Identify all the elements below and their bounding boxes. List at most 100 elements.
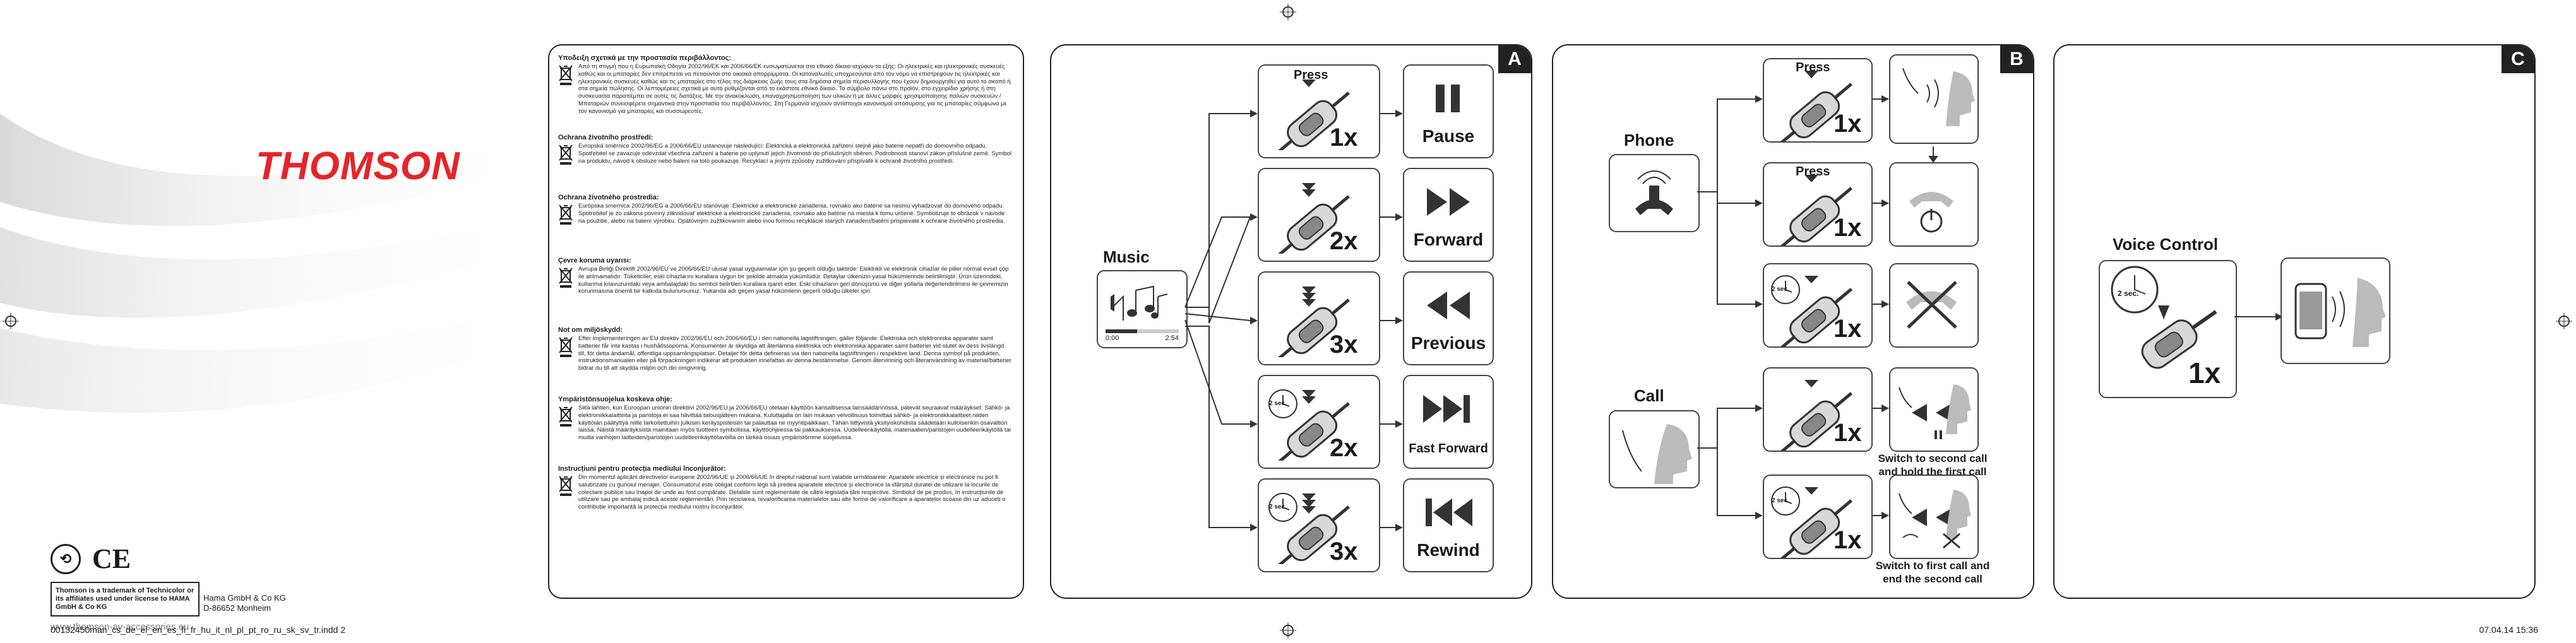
- website-link[interactable]: www.thomson-av-accessories.eu: [51, 622, 189, 632]
- registration-mark-icon: [3, 313, 19, 329]
- hold-duration-label: 2 sec.: [1772, 286, 1789, 293]
- remote-icon: [1767, 375, 1861, 451]
- notice-section-body: Avrupa Birliği Direktifi 2002/96/EU ve 2…: [558, 266, 1013, 295]
- remote-icon: [1767, 66, 1861, 141]
- panel-c-connector: [2234, 313, 2283, 321]
- press-count: 3x: [1330, 538, 1358, 565]
- action-result-box: Pause: [1403, 64, 1494, 158]
- panel-a-music: A Music 0:00 2:54: [1050, 44, 1532, 599]
- voice-control-remote-box: 2 sec. 1x: [2099, 260, 2237, 398]
- crossed-bin-icon: [558, 144, 573, 165]
- notice-section-text: Efter implementeringen av EU direktiv 20…: [578, 335, 1011, 372]
- incoming-call-box: [1609, 154, 1700, 232]
- call-result-icon: [1902, 68, 1975, 126]
- press-count: 1x: [1330, 124, 1358, 151]
- remote-icon: [1767, 170, 1861, 245]
- music-player-box: 0:00 2:54: [1097, 270, 1188, 348]
- music-label: Music: [1103, 247, 1150, 266]
- notice-section: Ympäristönsuojelua koskeva ohje:Siitä lä…: [558, 396, 1013, 442]
- notice-section-title: Ochrana životného prostredia:: [558, 194, 659, 201]
- panel-letter-c: C: [2501, 45, 2534, 73]
- notice-section-text: Από τη στιγμή που η Ευρωπαϊκή Οδηγία 200…: [578, 63, 1011, 115]
- notice-section-text: Evropská směrnice 2002/96/EG a 2006/66/E…: [578, 143, 1011, 165]
- remote-press-box: Press 1x: [1258, 64, 1380, 158]
- action-result-box: Previous: [1403, 271, 1494, 365]
- notice-section-text: Din momentul aplicării directivelor euro…: [578, 474, 1006, 511]
- remote-press-box: 2 sec.2x: [1258, 375, 1380, 469]
- crossed-bin-icon: [558, 336, 573, 358]
- press-count: 2x: [1330, 227, 1358, 255]
- cover-swoosh-graphic: [0, 114, 543, 413]
- notice-section-body: Európska smernica 2002/96/EG a 2006/66/E…: [558, 203, 1013, 225]
- hold-duration-label: 2 sec.: [2118, 289, 2139, 298]
- notice-section-title: Not om miljöskydd:: [558, 326, 623, 334]
- call-result-box: [1889, 475, 1979, 559]
- press-count: 3x: [1330, 331, 1358, 358]
- press-count: 1x: [1834, 526, 1862, 554]
- remote-press-box: 2 sec.1x: [1763, 475, 1873, 559]
- phone-label: Phone: [1624, 131, 1674, 150]
- remote-icon: [1264, 178, 1359, 259]
- forward-icon: [1427, 188, 1470, 216]
- panel-letter-a: A: [1498, 45, 1531, 73]
- certification-logos: ⟲ CE: [51, 543, 131, 575]
- smartphone-voice-box: [2281, 257, 2390, 364]
- action-result-box: Forward: [1403, 168, 1494, 262]
- ce-mark: CE: [92, 543, 131, 574]
- action-result-box: Fast Forward: [1403, 375, 1494, 469]
- address-line-1: Hama GmbH & Co KG: [203, 593, 286, 603]
- crossed-bin-icon: [558, 267, 573, 288]
- press-count: 1x: [2188, 357, 2221, 389]
- notice-section-title: Çevre koruma uyarısı:: [558, 257, 631, 264]
- cover-panel: THOMSON ⟲ CE Thomson is a trademark of T…: [0, 38, 543, 632]
- press-count: 1x: [1834, 110, 1862, 138]
- time-end: 2:54: [1165, 334, 1179, 342]
- crossed-bin-icon: [558, 64, 573, 86]
- pause-icon: [1436, 85, 1460, 112]
- smartphone-voice-icon: [2294, 278, 2386, 347]
- panel-c-voice: C Voice Control 2 sec. 1x: [2053, 44, 2536, 599]
- action-label: Rewind: [1417, 540, 1480, 560]
- call-action-caption: Switch to first call and end the second …: [1875, 560, 1990, 585]
- hold-duration-label: 2 sec.: [1269, 400, 1287, 407]
- call-result-icon: [1909, 192, 1953, 233]
- remote-icon: [1767, 482, 1861, 558]
- notice-section: Ochrana životného prostredia: Európska sm…: [558, 194, 1013, 225]
- environment-notice-panel: Υποδειξη σχετικά με την προστασία περιβά…: [548, 44, 1024, 599]
- music-note-icon: [1106, 285, 1179, 333]
- remote-icon: [1264, 385, 1359, 466]
- call-result-box: [1889, 367, 1979, 452]
- notice-section-text: Európska smernica 2002/96/EG a 2006/66/E…: [578, 203, 1005, 225]
- notice-section-title: Υποδειξη σχετικά με την προστασία περιβά…: [558, 54, 732, 62]
- notice-section: Υποδειξη σχετικά με την προστασία περιβά…: [558, 54, 1013, 115]
- panel-letter-b: B: [2000, 45, 2033, 73]
- press-count: 1x: [1834, 214, 1862, 242]
- notice-section: Ochrana životního prostředí: Evropská smě…: [558, 134, 1013, 165]
- fast-forward-icon: [1423, 395, 1470, 423]
- active-call-box: [1609, 410, 1700, 488]
- call-result-box: [1889, 162, 1979, 247]
- notice-section-body: Din momentul aplicării directivelor euro…: [558, 474, 1013, 511]
- remote-press-box: 2 sec. 1x: [1763, 263, 1873, 348]
- remote-icon: [1264, 74, 1359, 155]
- call-result-icon: [1899, 490, 1971, 549]
- talking-head-icon: [1622, 424, 1692, 484]
- crossed-bin-icon: [558, 204, 573, 225]
- address-line-2: D-86652 Monheim: [203, 603, 271, 613]
- call-result-icon: [1906, 281, 1957, 329]
- notice-section-title: Ympäristönsuojelua koskeva ohje:: [558, 396, 672, 403]
- registration-mark-icon: [1280, 622, 1296, 639]
- press-label: Press: [1294, 68, 1328, 82]
- notice-section-title: Ochrana životního prostředí:: [558, 134, 653, 141]
- crossed-bin-icon: [558, 406, 573, 427]
- remote-press-box: 2 sec.3x: [1258, 478, 1380, 572]
- remote-icon: [1767, 271, 1861, 346]
- press-count: 1x: [1834, 315, 1862, 343]
- manufacturer-address: Hama GmbH & Co KG D-86652 Monheim: [203, 593, 286, 613]
- call-result-box: [1889, 54, 1979, 144]
- notice-section-body: Siitä lähtien, kun Euroopan unionin dire…: [558, 404, 1013, 442]
- notice-section-body: Evropská směrnice 2002/96/EG a 2006/66/E…: [558, 143, 1013, 165]
- action-label: Pause: [1422, 126, 1475, 146]
